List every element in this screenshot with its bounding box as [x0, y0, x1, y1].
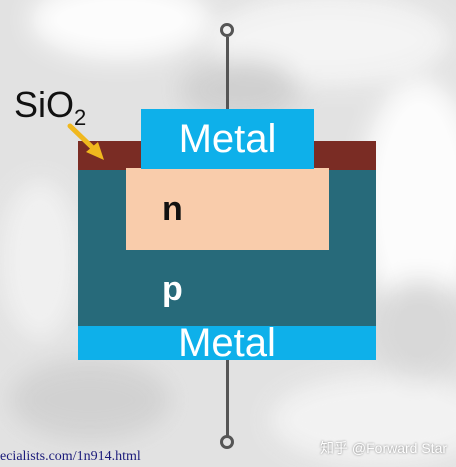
n-region [126, 168, 329, 250]
top-lead-wire [226, 37, 229, 109]
source-url-text: ecialists.com/1n914.html [0, 449, 141, 464]
bottom-metal-label: Metal [178, 320, 276, 365]
bottom-lead-wire [226, 360, 229, 436]
top-metal-contact: Metal [141, 109, 314, 169]
bottom-terminal [220, 435, 234, 449]
p-region-label: p [162, 270, 183, 308]
zhihu-watermark: 知乎 @Forward Star [320, 440, 448, 456]
top-metal-label: Metal [178, 116, 277, 161]
n-region-label: n [162, 190, 183, 228]
bottom-metal-contact: Metal [78, 321, 376, 365]
top-terminal [220, 23, 234, 37]
sio2-label: SiO2 [14, 84, 87, 131]
